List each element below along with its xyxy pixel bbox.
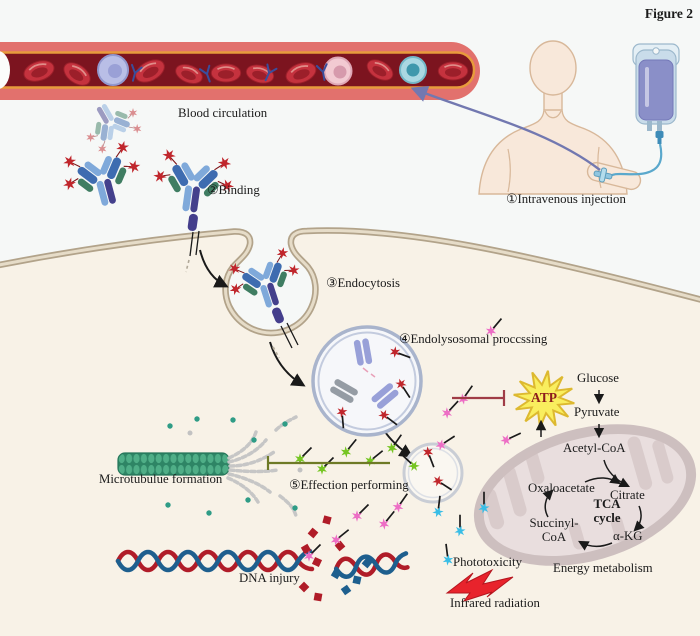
injection-to-circulation-arrow bbox=[410, 86, 601, 171]
microtubule bbox=[117, 415, 303, 518]
antibody-drug-conjugate-in-pit bbox=[222, 245, 308, 349]
label-atp: ATP bbox=[531, 390, 557, 405]
inhibition-of-atp bbox=[452, 390, 506, 406]
label-phototoxicity: Phototoxicity bbox=[453, 555, 522, 569]
dna-fragments bbox=[298, 515, 373, 602]
tubulin-dots bbox=[165, 416, 298, 516]
endolysosome-vesicle bbox=[311, 325, 423, 437]
lightning-bolt-icon bbox=[445, 568, 514, 602]
label-alpha-kg: α-KG bbox=[613, 529, 643, 543]
label-blood-circulation: Blood circulation bbox=[178, 106, 268, 120]
label-pyruvate: Pyruvate bbox=[574, 405, 620, 419]
vessel-opening bbox=[0, 51, 10, 89]
iv-tube bbox=[607, 143, 663, 179]
effector-vesicle bbox=[402, 442, 464, 504]
label-oxaloacetate: Oxaloacetate bbox=[528, 481, 595, 495]
inhibition-of-microtubule bbox=[266, 456, 390, 470]
metabolism-arrows bbox=[535, 390, 645, 551]
label-step4-endolysosomal-processing: ④Endolysosomal proccssing bbox=[399, 332, 548, 346]
label-succinyl-coa: Succinyl-CoA bbox=[529, 516, 579, 545]
figure-label: Figure 2 bbox=[644, 6, 693, 21]
depolymerized-tubulin-strands bbox=[226, 415, 298, 518]
dna-helix bbox=[115, 548, 410, 579]
label-step1-intravenous-injection: ①Intravenous injection bbox=[506, 192, 626, 206]
label-step2-binding: ②Binding bbox=[207, 183, 260, 197]
patient-figure bbox=[478, 40, 642, 195]
antibody-drug-conjugate-binding bbox=[149, 148, 238, 273]
label-step3-endocytosis: ③Endocytosis bbox=[326, 276, 401, 290]
label-citrate: Citrate bbox=[610, 488, 645, 502]
atp-burst bbox=[513, 370, 575, 428]
receptor-tails bbox=[189, 230, 200, 257]
label-glucose: Glucose bbox=[577, 371, 619, 385]
label-infrared-radiation: Infrared radiation bbox=[450, 596, 540, 610]
label-energy-metabolism: Energy metabolism bbox=[553, 561, 653, 575]
receptor-tails bbox=[280, 322, 299, 349]
label-microtubule-formation: Microtubulue formation bbox=[99, 472, 223, 486]
label-tca-cycle: TCA cycle bbox=[593, 497, 621, 526]
iv-catheter bbox=[593, 167, 613, 183]
iv-bag bbox=[593, 43, 680, 183]
label-step5-effection-performing: ⑤Effection performing bbox=[289, 478, 409, 492]
white-blood-cell bbox=[97, 54, 427, 86]
blood-vessel bbox=[0, 42, 480, 100]
label-acetyl-coa: Acetyl-CoA bbox=[563, 441, 626, 455]
label-dna-injury: DNA injury bbox=[239, 571, 300, 585]
